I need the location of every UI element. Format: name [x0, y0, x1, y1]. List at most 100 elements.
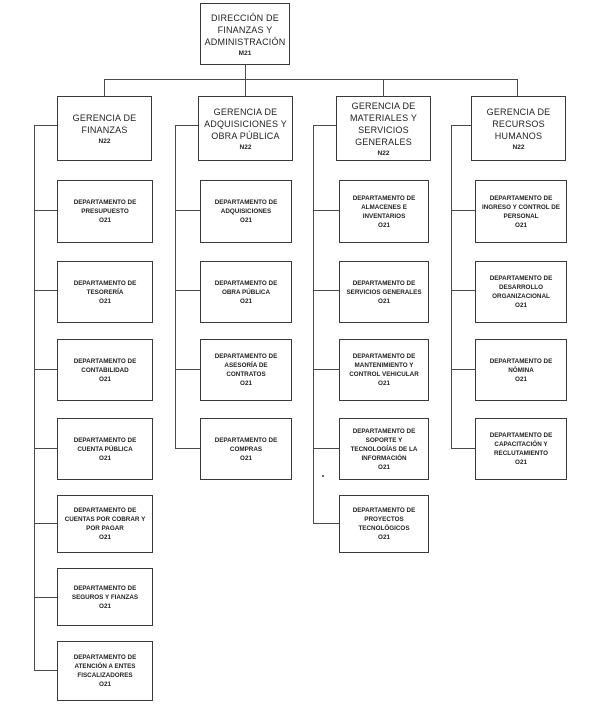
gerencia-recursos-humanos-box: GERENCIA DE RECURSOS HUMANOS N22 — [471, 96, 566, 161]
gerencia-code: N22 — [98, 138, 111, 145]
direccion-code: M21 — [238, 49, 252, 57]
departamento-code: O21 — [99, 375, 111, 383]
departamento-name: DEPARTAMENTO DE PROYECTOS TECNOLÓGICOS — [352, 507, 416, 532]
departamento-code: O21 — [515, 459, 527, 466]
connector-line — [34, 210, 57, 211]
connector-line — [104, 79, 517, 80]
departamento-name: DEPARTAMENTO DE DESARROLLO ORGANIZACIONA… — [489, 275, 553, 300]
connector-line — [451, 125, 471, 126]
gerencia-finanzas-box: GERENCIA DE FINANZAS N22 — [57, 96, 152, 161]
connector-line — [517, 79, 518, 96]
departamento-code: O21 — [99, 602, 111, 610]
connector-line — [175, 290, 200, 291]
departamento-name: DEPARTAMENTO DE SERVICIOS GENERALES — [346, 279, 422, 296]
stray-dot — [322, 475, 324, 477]
departamento-name: DEPARTAMENTO DE PRESUPUESTO — [73, 199, 137, 215]
departamento-name: DEPARTAMENTO DE INGRESO Y CONTROL DE PER… — [481, 194, 561, 220]
departamento-name: DEPARTAMENTO DE SOPORTE Y TECNOLOGÍAS DE… — [350, 427, 418, 462]
departamento-code: O21 — [515, 375, 527, 383]
connector-line — [34, 125, 57, 126]
departamento-code: O21 — [240, 454, 252, 462]
connector-line — [313, 290, 339, 291]
departamento-box: DEPARTAMENTO DE TESORERÍA O21 — [57, 261, 153, 323]
departamento-box: DEPARTAMENTO DE OBRA PÚBLICA O21 — [200, 261, 292, 323]
gerencia-adquisiciones-box: GERENCIA DE ADQUISICIONES Y OBRA PÚBLICA… — [198, 96, 293, 161]
departamento-name: DEPARTAMENTO DE ATENCIÓN A ENTES FISCALI… — [73, 654, 137, 679]
departamento-name: DEPARTAMENTO DE CUENTAS POR COBRAR Y POR… — [64, 507, 146, 532]
connector-line — [313, 448, 339, 449]
gerencia-name: GERENCIA DE ADQUISICIONES Y OBRA PÚBLICA — [204, 107, 287, 141]
direccion-name: DIRECCIÓN DE FINANZAS Y ADMINISTRACIÓN — [204, 12, 286, 47]
connector-line — [34, 290, 57, 291]
departamento-code: O21 — [378, 463, 390, 471]
departamento-code: O21 — [515, 221, 527, 229]
connector-line — [175, 448, 200, 449]
connector-line — [34, 125, 35, 670]
connector-line — [34, 523, 57, 524]
departamento-name: DEPARTAMENTO DE NÓMINA — [489, 357, 553, 374]
connector-line — [313, 210, 339, 211]
connector-line — [175, 125, 176, 448]
connector-line — [34, 369, 57, 370]
departamento-box: DEPARTAMENTO DE ASESORÍA DE CONTRATOS O2… — [200, 339, 292, 401]
departamento-box: DEPARTAMENTO DE DESARROLLO ORGANIZACIONA… — [475, 261, 567, 323]
departamento-box: DEPARTAMENTO DE SEGUROS Y FIANZAS O21 — [57, 568, 153, 626]
departamento-code: O21 — [240, 217, 252, 224]
gerencia-name: GERENCIA DE FINANZAS — [72, 113, 137, 135]
departamento-box: DEPARTAMENTO DE CONTABILIDAD O21 — [57, 339, 153, 401]
gerencia-name: GERENCIA DE MATERIALES Y SERVICIOS GENER… — [349, 101, 418, 147]
departamento-code: O21 — [378, 380, 390, 387]
gerencia-code: N22 — [239, 144, 252, 151]
connector-line — [313, 125, 314, 523]
connector-line — [245, 65, 246, 79]
connector-line — [104, 79, 105, 96]
gerencia-code: N22 — [377, 150, 390, 157]
departamento-box: DEPARTAMENTO DE MANTENIMIENTO Y CONTROL … — [339, 339, 429, 401]
connector-line — [451, 290, 475, 291]
connector-line — [313, 369, 339, 370]
departamento-name: DEPARTAMENTO DE ALMACENES E INVENTARIOS — [352, 194, 416, 220]
direccion-box: DIRECCIÓN DE FINANZAS Y ADMINISTRACIÓN M… — [200, 3, 290, 65]
departamento-name: DEPARTAMENTO DE ASESORÍA DE CONTRATOS — [214, 353, 278, 378]
departamento-box: DEPARTAMENTO DE ATENCIÓN A ENTES FISCALI… — [57, 641, 153, 701]
departamento-box: DEPARTAMENTO DE PROYECTOS TECNOLÓGICOS O… — [339, 495, 429, 553]
departamento-code: O21 — [378, 534, 390, 541]
connector-line — [313, 125, 336, 126]
departamento-code: O21 — [99, 297, 111, 305]
connector-line — [175, 125, 198, 126]
connector-line — [34, 448, 57, 449]
departamento-code: O21 — [240, 380, 252, 387]
gerencia-materiales-box: GERENCIA DE MATERIALES Y SERVICIOS GENER… — [336, 96, 431, 161]
connector-line — [34, 670, 57, 671]
departamento-box: DEPARTAMENTO DE CUENTAS POR COBRAR Y POR… — [57, 495, 153, 553]
departamento-name: DEPARTAMENTO DE CAPACITACIÓN Y RECLUTAMI… — [489, 432, 553, 457]
departamento-code: O21 — [378, 297, 390, 305]
departamento-code: O21 — [99, 217, 111, 224]
departamento-box: DEPARTAMENTO DE CAPACITACIÓN Y RECLUTAMI… — [475, 418, 567, 480]
departamento-name: DEPARTAMENTO DE COMPRAS — [214, 436, 278, 453]
departamento-name: DEPARTAMENTO DE SEGUROS Y FIANZAS — [71, 584, 139, 601]
connector-line — [451, 369, 475, 370]
connector-line — [451, 210, 475, 211]
departamento-box: DEPARTAMENTO DE SOPORTE Y TECNOLOGÍAS DE… — [339, 418, 429, 480]
departamento-name: DEPARTAMENTO DE OBRA PÚBLICA — [214, 279, 278, 296]
departamento-box: DEPARTAMENTO DE ADQUISICIONES O21 — [200, 180, 292, 243]
connector-line — [383, 79, 384, 96]
departamento-box: DEPARTAMENTO DE COMPRAS O21 — [200, 418, 292, 480]
departamento-box: DEPARTAMENTO DE PRESUPUESTO O21 — [57, 180, 153, 243]
gerencia-name: GERENCIA DE RECURSOS HUMANOS — [486, 107, 551, 141]
departamento-name: DEPARTAMENTO DE CONTABILIDAD — [73, 357, 137, 374]
departamento-code: O21 — [99, 534, 111, 541]
departamento-name: DEPARTAMENTO DE ADQUISICIONES — [214, 199, 278, 215]
departamento-box: DEPARTAMENTO DE ALMACENES E INVENTARIOS … — [339, 180, 429, 243]
connector-line — [34, 597, 57, 598]
gerencia-code: N22 — [512, 144, 525, 151]
departamento-box: DEPARTAMENTO DE INGRESO Y CONTROL DE PER… — [475, 180, 567, 243]
departamento-name: DEPARTAMENTO DE TESORERÍA — [73, 279, 137, 296]
departamento-name: DEPARTAMENTO DE CUENTA PÚBLICA — [73, 436, 137, 453]
departamento-name: DEPARTAMENTO DE MANTENIMIENTO Y CONTROL … — [349, 353, 419, 378]
connector-line — [451, 448, 475, 449]
departamento-box: DEPARTAMENTO DE NÓMINA O21 — [475, 339, 567, 401]
connector-line — [245, 79, 246, 96]
